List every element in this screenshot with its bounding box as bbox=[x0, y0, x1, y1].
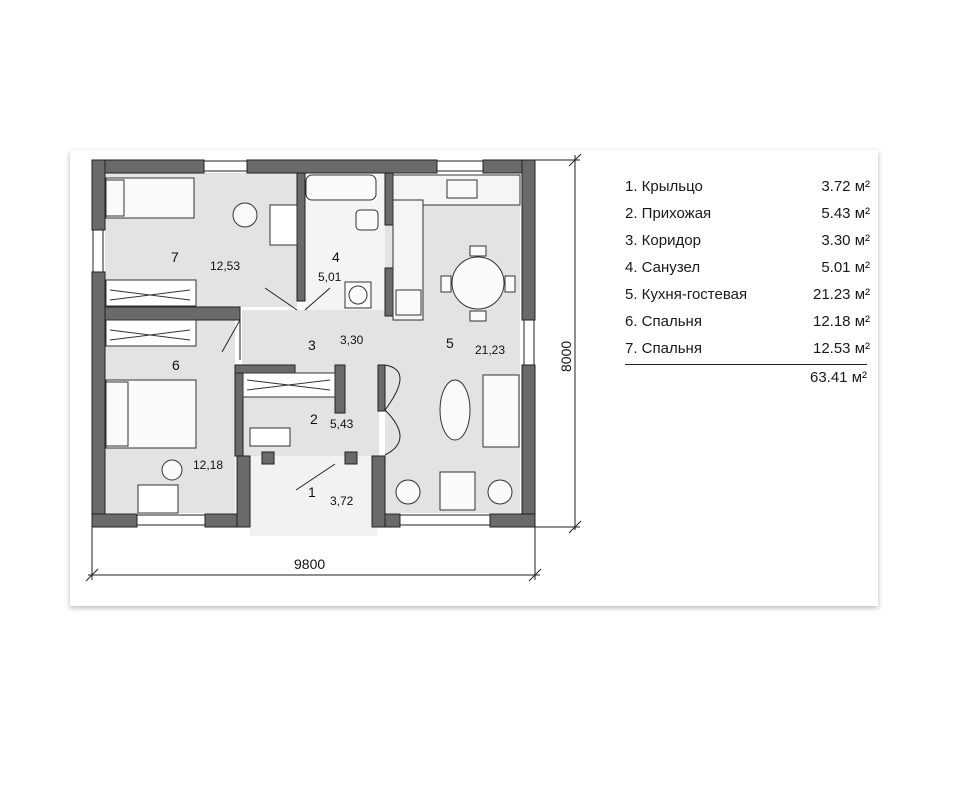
room-2-number: 2 bbox=[310, 411, 318, 427]
legend-room-value: 5.01 м² bbox=[821, 259, 870, 276]
legend-item: 3. Коридор 3.30 м² bbox=[625, 229, 870, 256]
legend-item: 7. Спальня 12.53 м² bbox=[625, 337, 870, 364]
legend-total-rule bbox=[625, 364, 867, 365]
legend-item: 5. Кухня-гостевая 21.23 м² bbox=[625, 283, 870, 310]
height-dimension: 8000 bbox=[558, 341, 574, 372]
room-7-area: 12,53 bbox=[210, 259, 240, 273]
room-7-number: 7 bbox=[171, 249, 179, 265]
room-1-number: 1 bbox=[308, 484, 316, 500]
legend-room-name: 5. Кухня-гостевая bbox=[625, 286, 748, 303]
legend-room-name: 3. Коридор bbox=[625, 232, 701, 249]
area-legend: 1. Крыльцо 3.72 м² 2. Прихожая 5.43 м² 3. … bbox=[625, 175, 870, 386]
legend-item: 6. Спальня 12.18 м² bbox=[625, 310, 870, 337]
doors bbox=[221, 287, 401, 491]
room-1-area: 3,72 bbox=[330, 494, 354, 508]
legend-item: 1. Крыльцо 3.72 м² bbox=[625, 175, 870, 202]
room-5-number: 5 bbox=[446, 335, 454, 351]
hanger-marks bbox=[109, 289, 331, 391]
walls bbox=[91, 159, 536, 528]
legend-room-name: 7. Спальня bbox=[625, 340, 702, 357]
room-5-area: 21,23 bbox=[475, 343, 505, 357]
legend-item: 4. Санузел 5.01 м² bbox=[625, 256, 870, 283]
legend-room-value: 12.53 м² bbox=[812, 340, 870, 357]
room-2-area: 5,43 bbox=[330, 417, 354, 431]
room-3-number: 3 bbox=[308, 337, 316, 353]
legend-room-name: 4. Санузел bbox=[625, 259, 701, 276]
legend-room-value: 3.72 м² bbox=[821, 178, 870, 195]
legend-room-name: 1. Крыльцо bbox=[625, 178, 703, 195]
legend-item: 2. Прихожая 5.43 м² bbox=[625, 202, 870, 229]
room-4-number: 4 bbox=[332, 249, 340, 265]
floor-areas bbox=[105, 173, 520, 536]
legend-room-value: 5.43 м² bbox=[821, 205, 870, 222]
room-6-number: 6 bbox=[172, 357, 180, 373]
legend-total: 63.41 м² bbox=[809, 369, 867, 386]
dimension-lines bbox=[85, 153, 582, 582]
legend-room-value: 3.30 м² bbox=[821, 232, 870, 249]
room-4-area: 5,01 bbox=[318, 270, 342, 284]
windows bbox=[92, 160, 535, 526]
width-dimension: 9800 bbox=[294, 556, 325, 572]
legend-room-name: 2. Прихожая bbox=[625, 205, 712, 222]
furniture bbox=[105, 174, 521, 514]
legend-room-value: 21.23 м² bbox=[812, 286, 870, 303]
legend-room-value: 12.18 м² bbox=[812, 313, 870, 330]
room-6-area: 12,18 bbox=[193, 458, 223, 472]
room-3-area: 3,30 bbox=[340, 333, 364, 347]
legend-room-name: 6. Спальня bbox=[625, 313, 702, 330]
